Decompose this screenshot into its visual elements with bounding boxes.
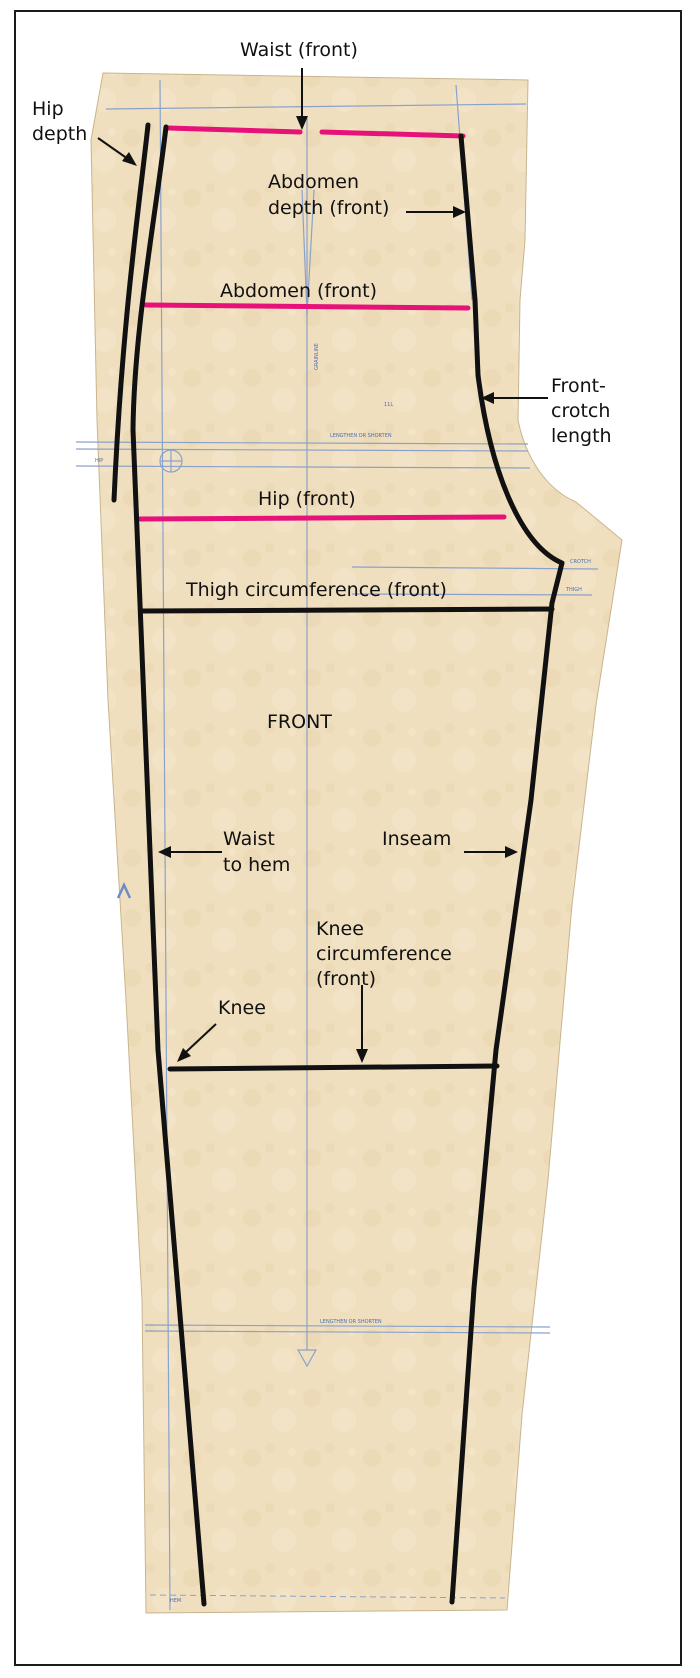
- pattern-text-lengthen-top: LENGTHEN OR SHORTEN: [330, 433, 392, 439]
- hip-depth-line: [111, 122, 151, 503]
- knee-front-line: [167, 1063, 500, 1072]
- black-measurement-lines: [111, 122, 565, 1607]
- knee-circ-arrow-head: [356, 1049, 368, 1063]
- label-knee-circ-line1: Knee: [316, 918, 364, 940]
- pattern-text-crotch: CROTCH: [570, 559, 591, 565]
- label-knee-circ-line2: circumference: [316, 943, 452, 965]
- crotch-and-inseam-line: [449, 133, 565, 1605]
- label-front-crotch-line3: length: [551, 425, 612, 447]
- label-hip-depth-line1: Hip: [32, 98, 64, 120]
- notch-marker-icon: [116, 882, 132, 899]
- pattern-paper: [90, 72, 623, 1614]
- crotch-arrow-head: [481, 392, 494, 404]
- label-inseam: Inseam: [382, 828, 451, 850]
- pattern-hip-line: [75, 465, 531, 469]
- dart-leg-right: [306, 189, 315, 316]
- abdomen-front-line: [143, 302, 471, 311]
- labels: Waist (front) Hip depth Abdomen depth (f…: [32, 39, 612, 1019]
- lengthen-shorten-line-top-2: [75, 448, 529, 452]
- label-hip-front: Hip (front): [258, 488, 356, 510]
- pattern-hem-line: [149, 1594, 506, 1599]
- label-waist-to-hem-line1: Waist: [223, 828, 275, 850]
- label-thigh-front: Thigh circumference (front): [185, 579, 447, 601]
- label-waist-front: Waist (front): [240, 39, 358, 61]
- abdomen-depth-arrow-head: [453, 206, 466, 218]
- waist-to-hem-arrow-head: [158, 846, 171, 858]
- label-knee: Knee: [218, 997, 266, 1019]
- pattern-side-seam-line: [159, 79, 171, 1611]
- pattern-text-thigh: THIGH: [565, 587, 582, 593]
- grainline-arrow-icon: [296, 1349, 318, 1368]
- waist-front-line-right: [319, 129, 466, 139]
- label-abdomen-depth-line2: depth (front): [268, 197, 389, 219]
- lengthen-shorten-line-bottom-1: [144, 1324, 551, 1328]
- waist-front-line-left: [165, 125, 303, 135]
- knee-arrow-head: [177, 1048, 191, 1062]
- label-waist-to-hem-line2: to hem: [223, 854, 290, 876]
- label-hip-depth-line2: depth: [32, 123, 87, 145]
- pattern-text-hip: HIP: [95, 458, 103, 464]
- pattern-text-hem: HEM: [170, 1598, 181, 1604]
- pattern-crotch-line: [351, 566, 599, 570]
- inseam-arrow-head: [505, 846, 518, 858]
- label-knee-circ-line3: (front): [316, 968, 376, 990]
- pattern-text-lengthen-bottom: LENGTHEN OR SHORTEN: [320, 1319, 382, 1325]
- measurement-lines: [137, 125, 507, 522]
- hip-depth-arrow-head: [122, 152, 137, 166]
- waist-arrow-head: [296, 116, 308, 130]
- thigh-front-line: [140, 606, 555, 614]
- lengthen-shorten-line-top-1: [75, 441, 529, 445]
- label-abdomen-front: Abdomen (front): [220, 280, 377, 302]
- pattern-text-size: 11L: [384, 402, 393, 408]
- pointer-arrows: [97, 68, 548, 1063]
- pattern-waist-seam-line: [105, 103, 527, 110]
- hip-front-line: [137, 514, 507, 522]
- label-front: FRONT: [267, 711, 332, 733]
- label-abdomen-depth-line1: Abdomen: [268, 171, 359, 193]
- label-front-crotch-line1: Front-: [551, 375, 606, 397]
- label-front-crotch-line2: crotch: [551, 400, 610, 422]
- dart-leg-left: [301, 189, 308, 316]
- lengthen-shorten-line-bottom-2: [144, 1330, 551, 1334]
- pattern-markings: LENGTHEN OR SHORTEN HIP CROTCH THIGH 11L…: [75, 79, 599, 1611]
- pattern-text-grainline: GRAINLINE: [314, 343, 320, 370]
- waist-to-hem-line: [130, 124, 207, 1607]
